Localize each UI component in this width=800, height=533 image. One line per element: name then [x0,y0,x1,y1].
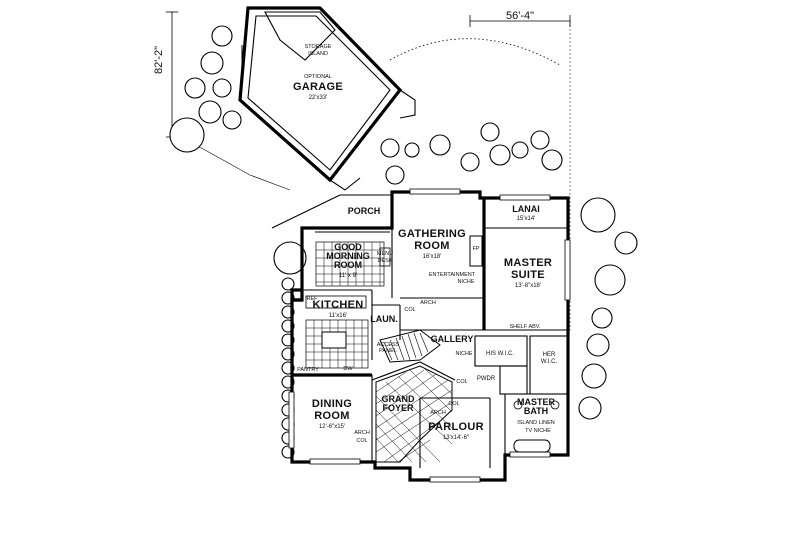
tree-icon [429,134,451,156]
tree-icon [198,100,222,124]
tree-icon [581,363,607,389]
grand-foyer-tile [375,365,453,463]
tree-icon [541,149,563,171]
entertainment-niche-label-2: NICHE [457,279,474,285]
tree-icon [578,396,602,420]
menu-desk-label-1: MENU [377,251,393,257]
master-bath-label-2: BATH [524,406,548,416]
entertainment-niche-label-1: ENTERTAINMENT [429,272,476,278]
morning-room-tile [315,241,385,287]
tree-icon [281,277,295,291]
tree-icon [511,141,529,159]
tree-icon [591,307,613,329]
tree-icon [480,122,500,142]
tree-icon [404,142,420,158]
tree-icon [380,138,400,158]
pwdr-label: PWDR [477,376,496,382]
morning-size-label: 11' x 9' [339,273,357,279]
tree-icon [489,144,511,166]
island-linen-label: ISLAND LINEN [517,420,555,426]
morning-label-1: GOOD [334,242,362,252]
foyer-label-2: FOYER [382,403,414,413]
overall-depth-label: 82'-2" [153,46,165,74]
gallery-label: GALLERY [431,334,474,344]
morning-label-3: ROOM [334,260,362,270]
dining-label-2: ROOM [314,410,349,422]
overall-width-label: 56'-4" [506,10,534,22]
her-wic-label-2: W.I.C. [541,359,558,365]
dining-size-label: 12'-6"x15' [319,424,345,430]
driveway-arc [389,38,561,66]
storage-island-label-1: STORAGE [305,44,332,50]
tree-icon [273,241,307,275]
her-wic-label-1: HER [543,352,556,358]
kitchen-label: KITCHEN [313,299,364,311]
master-suite-label-2: SUITE [511,269,545,281]
dw-label: DW [343,366,353,372]
tree-icon [211,25,233,47]
tree-icon [594,264,626,296]
porch-label: PORCH [348,206,381,216]
kitchen-tile [305,295,369,369]
dining-label-1: DINING [312,398,352,410]
tree-icon [580,197,616,233]
tree-icon [586,333,610,357]
arch-label-gathering: ARCH [420,300,436,306]
arch-label-dining: ARCH [354,430,370,436]
col-label-foyer: COL [456,379,467,385]
kitchen-size-label: 11'x16' [329,313,347,319]
dimension-lines [166,11,571,330]
shelf-abv-label: SHELF ABV. [510,324,541,330]
tree-icon [614,231,638,255]
master-bath-label-1: MASTER [517,397,556,407]
garage-size-label: 22'x33' [309,95,328,101]
col-label-gathering: COL [404,307,415,313]
interior-walls [292,198,570,480]
garage [238,6,416,191]
col-label-dining: COL [356,438,367,444]
storage-island-label-2: ISLAND [308,51,328,57]
master-suite-label-1: MASTER [504,257,552,269]
access-panel-label-2: PANEL [379,348,397,354]
his-wic-label: HIS W.I.C. [486,351,514,357]
morning-label-2: MORNING [326,251,370,261]
pantry-label: PANTRY [297,367,319,373]
col-label-parlour: COL [448,401,459,407]
gathering-size-label: 16'x18' [423,254,442,260]
garage-prefix-label: OPTIONAL [304,74,332,80]
tree-icon [460,152,480,172]
menu-desk-label-2: DESK [378,258,393,264]
lanai-size-label: 15'x14' [517,216,536,222]
niche-label: NICHE [455,351,472,357]
garage-label: GARAGE [293,81,343,93]
foyer-label-1: GRAND [382,394,415,404]
tree-icon [385,165,405,185]
tree-icon [530,130,550,150]
tree-icon [212,78,232,98]
gathering-label-1: GATHERING [398,228,466,240]
stair [379,329,441,363]
master-suite-size-label: 13'-8"x18' [515,283,541,289]
gathering-label-2: ROOM [414,240,449,252]
laun-label: LAUN. [370,314,398,324]
access-panel-label-1: ACCESS [377,342,400,348]
arch-label-parlour: ARCH [430,410,446,416]
tree-icon [222,110,242,130]
parlour-size-label: 13'x14'-6" [443,435,469,441]
parlour-label: PARLOUR [428,421,484,433]
tree-icon [169,117,205,153]
lanai-label: LANAI [512,204,540,214]
fixtures [379,235,560,453]
tree-icon [200,51,224,75]
fp-label: FP [472,246,479,252]
windows [288,188,571,483]
ref-label: REF [307,296,319,302]
tv-niche-label: TV NICHE [525,428,551,434]
tree-icon [184,77,206,99]
